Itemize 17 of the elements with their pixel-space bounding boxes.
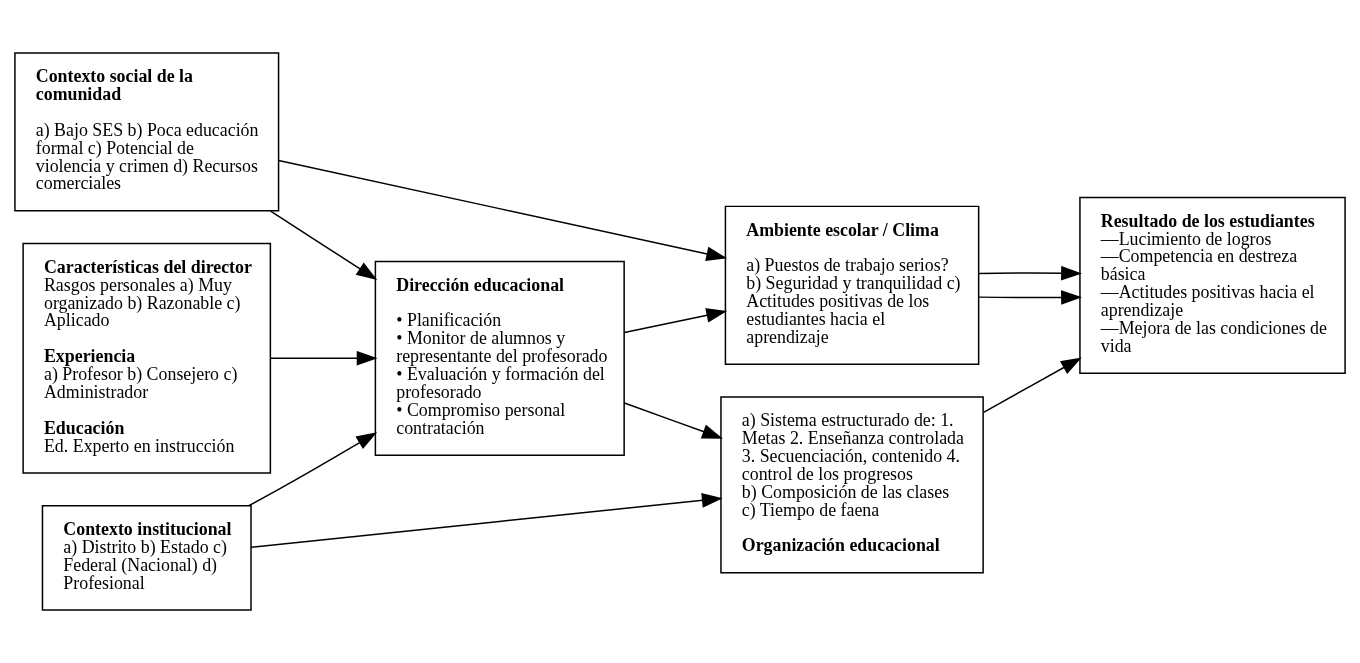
- node-box: Dirección educacional • Planificación • Monitor de alumnos y representante del profesorado • Evaluación y formación del profesorado • Compromiso personal contratación: [374, 260, 625, 456]
- node-box: a) Sistema estructurado de: 1. Metas 2. Enseñanza controlada 3. Secuenciación, contenido 4. control de los progresos b) Composición de las clases c) Tiempo de faena Organización educacional: [720, 396, 984, 574]
- node-box: Resultado de los estudiantes —Lucimiento de logros —Competencia en destreza básica —Actitudes positivas hacia el aprendizaje —Mejora de las condiciones de vida: [1079, 196, 1346, 374]
- arrow: [248, 432, 378, 507]
- arrow: [978, 290, 1082, 305]
- arrow: [277, 159, 728, 262]
- node-box: Características del director Rasgos personales a) Muy organizado b) Razonable c) Aplicado Experiencia a) Profesor b) Consejero c) Administrador Educación Ed. Experto en instrucción: [22, 242, 272, 474]
- arrow: [623, 308, 728, 334]
- arrow: [978, 265, 1082, 281]
- arrow: [250, 493, 723, 548]
- node-box: Contexto social de la comunidad a) Bajo SES b) Poca educación formal c) Potencial de violencia y crimen d) Recursos comerciales: [14, 52, 280, 212]
- node-box: Contexto institucional a) Distrito b) Estado c) Federal (Nacional) d) Profesional: [41, 505, 252, 611]
- node-box: Ambiente escolar / Clima a) Puestos de trabajo serios? b) Seguridad y tranquilidad c) Actitudes positivas de los estudiantes hacia el aprendizaje: [724, 205, 980, 365]
- arrow: [269, 351, 378, 366]
- arrow: [623, 402, 723, 439]
- arrow: [269, 210, 378, 280]
- arrow: [982, 357, 1082, 414]
